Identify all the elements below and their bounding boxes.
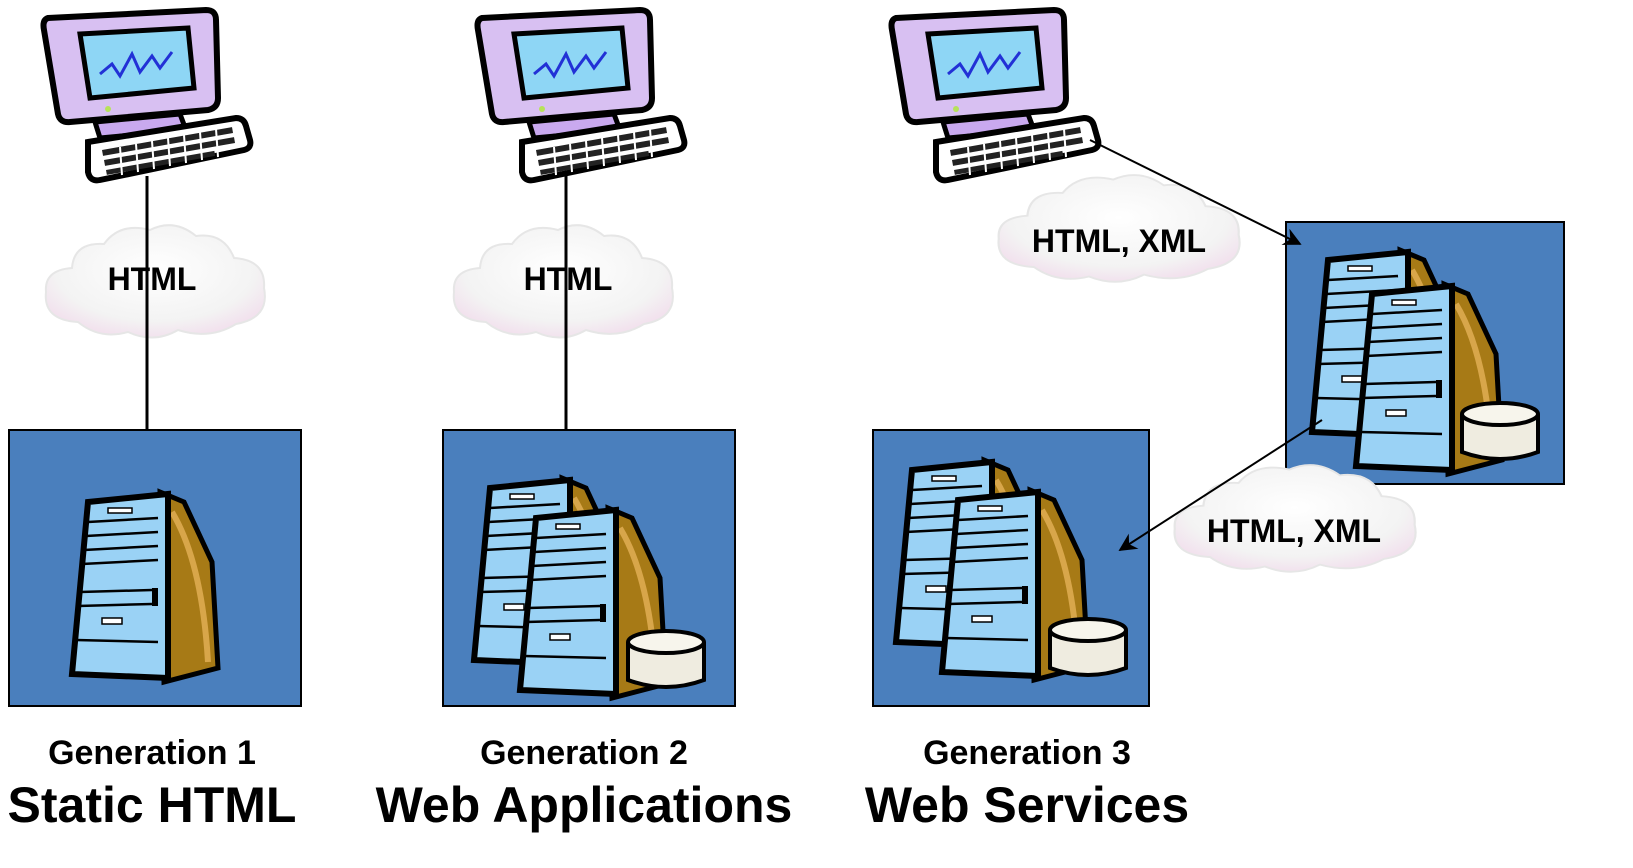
gen3-generation-label: Generation 3: [923, 734, 1131, 772]
gen1-client-computer-icon: [44, 10, 251, 180]
generation-1-group: HTML Generation 1 Static HTML: [8, 10, 302, 833]
gen3-cloud-label-2: HTML, XML: [1207, 513, 1381, 549]
gen1-caption: Static HTML: [8, 777, 297, 833]
gen2-client-computer-icon: [478, 10, 685, 180]
gen3-client-computer-icon: [892, 10, 1099, 180]
gen3-cloud-label-1: HTML, XML: [1032, 223, 1206, 259]
gen2-cloud-label: HTML: [524, 261, 613, 297]
gen3-caption: Web Services: [865, 777, 1189, 833]
gen3-service-to-server-arrow: [1118, 419, 1323, 551]
gen3-client-to-service-arrow: [1089, 139, 1302, 245]
gen2-generation-label: Generation 2: [480, 734, 688, 772]
gen2-caption: Web Applications: [376, 777, 793, 833]
gen1-generation-label: Generation 1: [48, 734, 256, 772]
generation-3-group: HTML, XML HTML, XML Generation 3 Web Ser…: [865, 10, 1565, 833]
generation-2-group: HTML Generation 2 Web Applications: [376, 10, 793, 833]
gen1-cloud-label: HTML: [108, 261, 197, 297]
